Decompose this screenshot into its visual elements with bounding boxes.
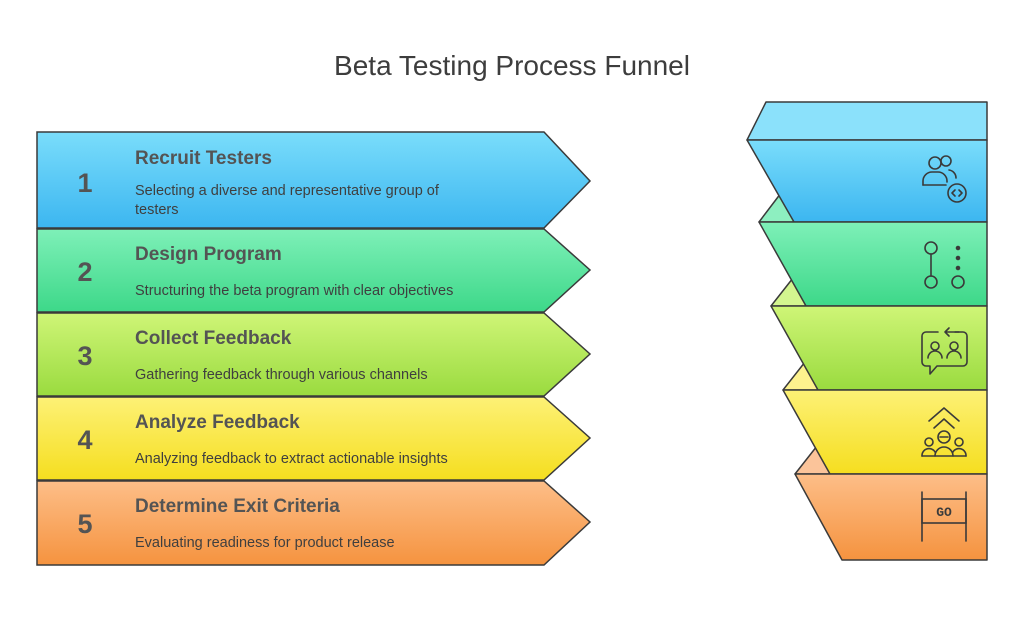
step-desc-1-line-1: Selecting a diverse and representative g… (135, 183, 440, 199)
step-band-1: 1 Recruit Testers Selecting a diverse an… (36, 131, 592, 229)
diagram-title: Beta Testing Process Funnel (334, 50, 690, 81)
step-title-3: Collect Feedback (135, 328, 292, 349)
feedback-chat-icon (921, 327, 968, 375)
step-band-1-shape (36, 131, 592, 229)
step-desc-1-line-2: testers (135, 202, 179, 218)
step-band-3-shape (36, 312, 592, 397)
step-number-4: 4 (77, 425, 92, 455)
team-analysis-icon (921, 407, 967, 457)
step-band-3: 3 Collect Feedback Gathering feedback th… (36, 312, 592, 397)
git-branch-icon (924, 241, 965, 289)
users-code-icon (922, 155, 967, 203)
step-band-4: 4 Analyze Feedback Analyzing feedback to… (36, 396, 592, 481)
funnel-front-5 (794, 473, 988, 561)
step-title-2: Design Program (135, 244, 282, 265)
step-band-2-shape (36, 228, 592, 313)
step-title-5: Determine Exit Criteria (135, 496, 340, 517)
step-band-5: 5 Determine Exit Criteria Evaluating rea… (36, 480, 592, 566)
step-desc-3-line-1: Gathering feedback through various chann… (135, 367, 428, 383)
go-sign-icon: GO (921, 491, 967, 542)
step-number-3: 3 (77, 341, 92, 371)
funnel-top-face (746, 101, 988, 141)
go-sign-text: GO (936, 505, 952, 520)
step-number-5: 5 (77, 509, 92, 539)
step-number-2: 2 (77, 257, 92, 287)
step-band-2: 2 Design Program Structuring the beta pr… (36, 228, 592, 313)
step-desc-2-line-1: Structuring the beta program with clear … (135, 283, 453, 299)
step-title-1: Recruit Testers (135, 148, 272, 169)
step-number-1: 1 (77, 168, 92, 198)
step-desc-4-line-1: Analyzing feedback to extract actionable… (135, 451, 448, 467)
step-title-4: Analyze Feedback (135, 412, 300, 433)
step-band-4-shape (36, 396, 592, 481)
step-desc-5-line-1: Evaluating readiness for product release (135, 535, 395, 551)
step-band-5-shape (36, 480, 592, 566)
